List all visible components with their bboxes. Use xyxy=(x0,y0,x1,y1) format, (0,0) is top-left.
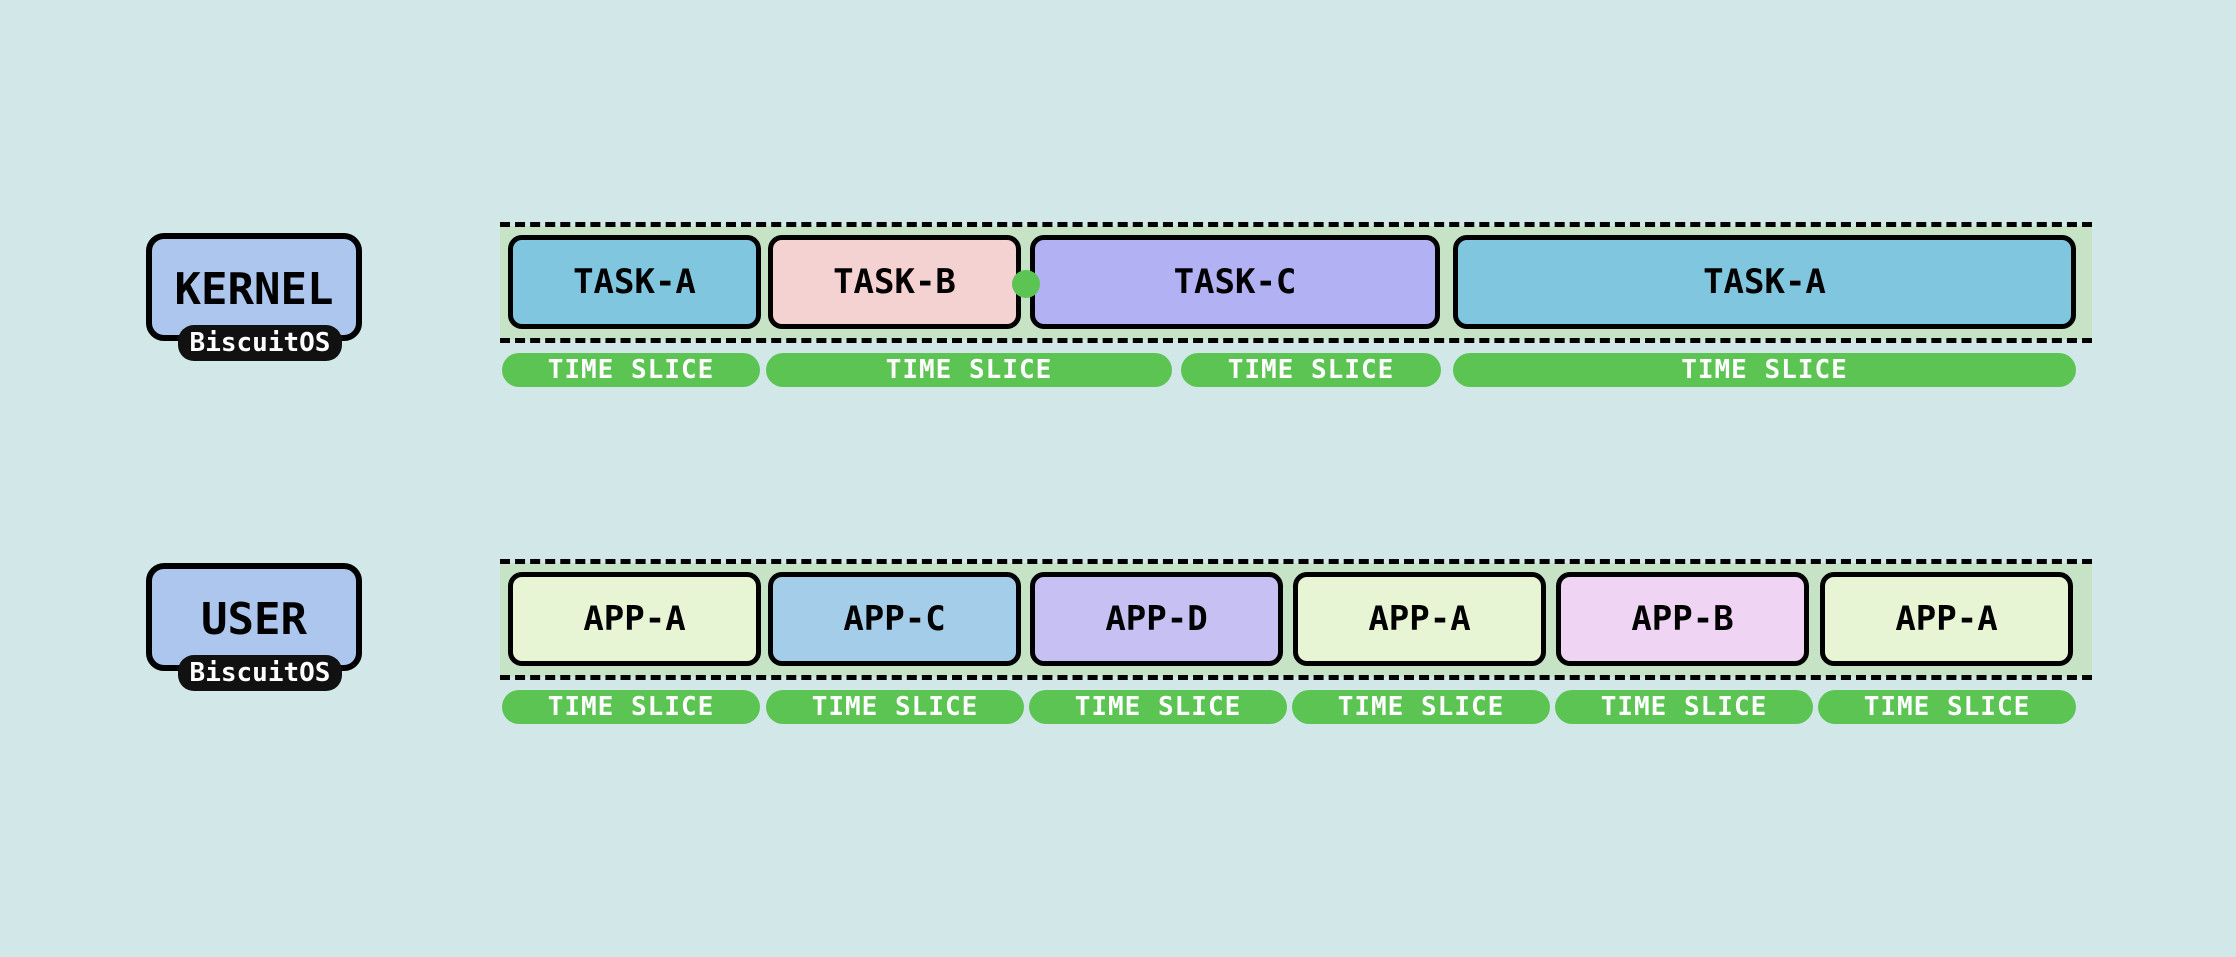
kernel-time-slice-3: TIME SLICE xyxy=(1181,353,1441,387)
user-app-1: APP-A xyxy=(508,572,761,666)
kernel-task-1: TASK-A xyxy=(508,235,761,329)
kernel-time-slice-1: TIME SLICE xyxy=(502,353,760,387)
user-app-6: APP-A xyxy=(1820,572,2073,666)
user-lane-top-border xyxy=(500,559,2092,564)
kernel-task-3: TASK-C xyxy=(1030,235,1440,329)
user-label: USER xyxy=(201,593,307,645)
user-time-slice-6: TIME SLICE xyxy=(1818,690,2076,724)
kernel-os-badge: BiscuitOS xyxy=(178,325,342,361)
user-lane-bottom-border xyxy=(500,675,2092,680)
user-os-badge: BiscuitOS xyxy=(178,655,342,691)
kernel-label: KERNEL xyxy=(174,263,334,315)
user-time-slice-3: TIME SLICE xyxy=(1029,690,1287,724)
kernel-task-2: TASK-B xyxy=(768,235,1021,329)
user-app-2: APP-C xyxy=(768,572,1021,666)
kernel-lane-top-border xyxy=(500,222,2092,227)
kernel-label-box: KERNEL BiscuitOS xyxy=(146,233,362,361)
kernel-time-slice-2: TIME SLICE xyxy=(766,353,1172,387)
user-time-slice-5: TIME SLICE xyxy=(1555,690,1813,724)
kernel-time-slice-4: TIME SLICE xyxy=(1453,353,2076,387)
context-switch-marker xyxy=(1012,270,1040,298)
user-app-5: APP-B xyxy=(1556,572,1809,666)
user-app-4: APP-A xyxy=(1293,572,1546,666)
kernel-lane-bottom-border xyxy=(500,338,2092,343)
user-time-slice-1: TIME SLICE xyxy=(502,690,760,724)
user-label-box: USER BiscuitOS xyxy=(146,563,362,691)
user-app-3: APP-D xyxy=(1030,572,1283,666)
user-time-slice-2: TIME SLICE xyxy=(766,690,1024,724)
user-time-slice-4: TIME SLICE xyxy=(1292,690,1550,724)
kernel-task-4: TASK-A xyxy=(1453,235,2076,329)
